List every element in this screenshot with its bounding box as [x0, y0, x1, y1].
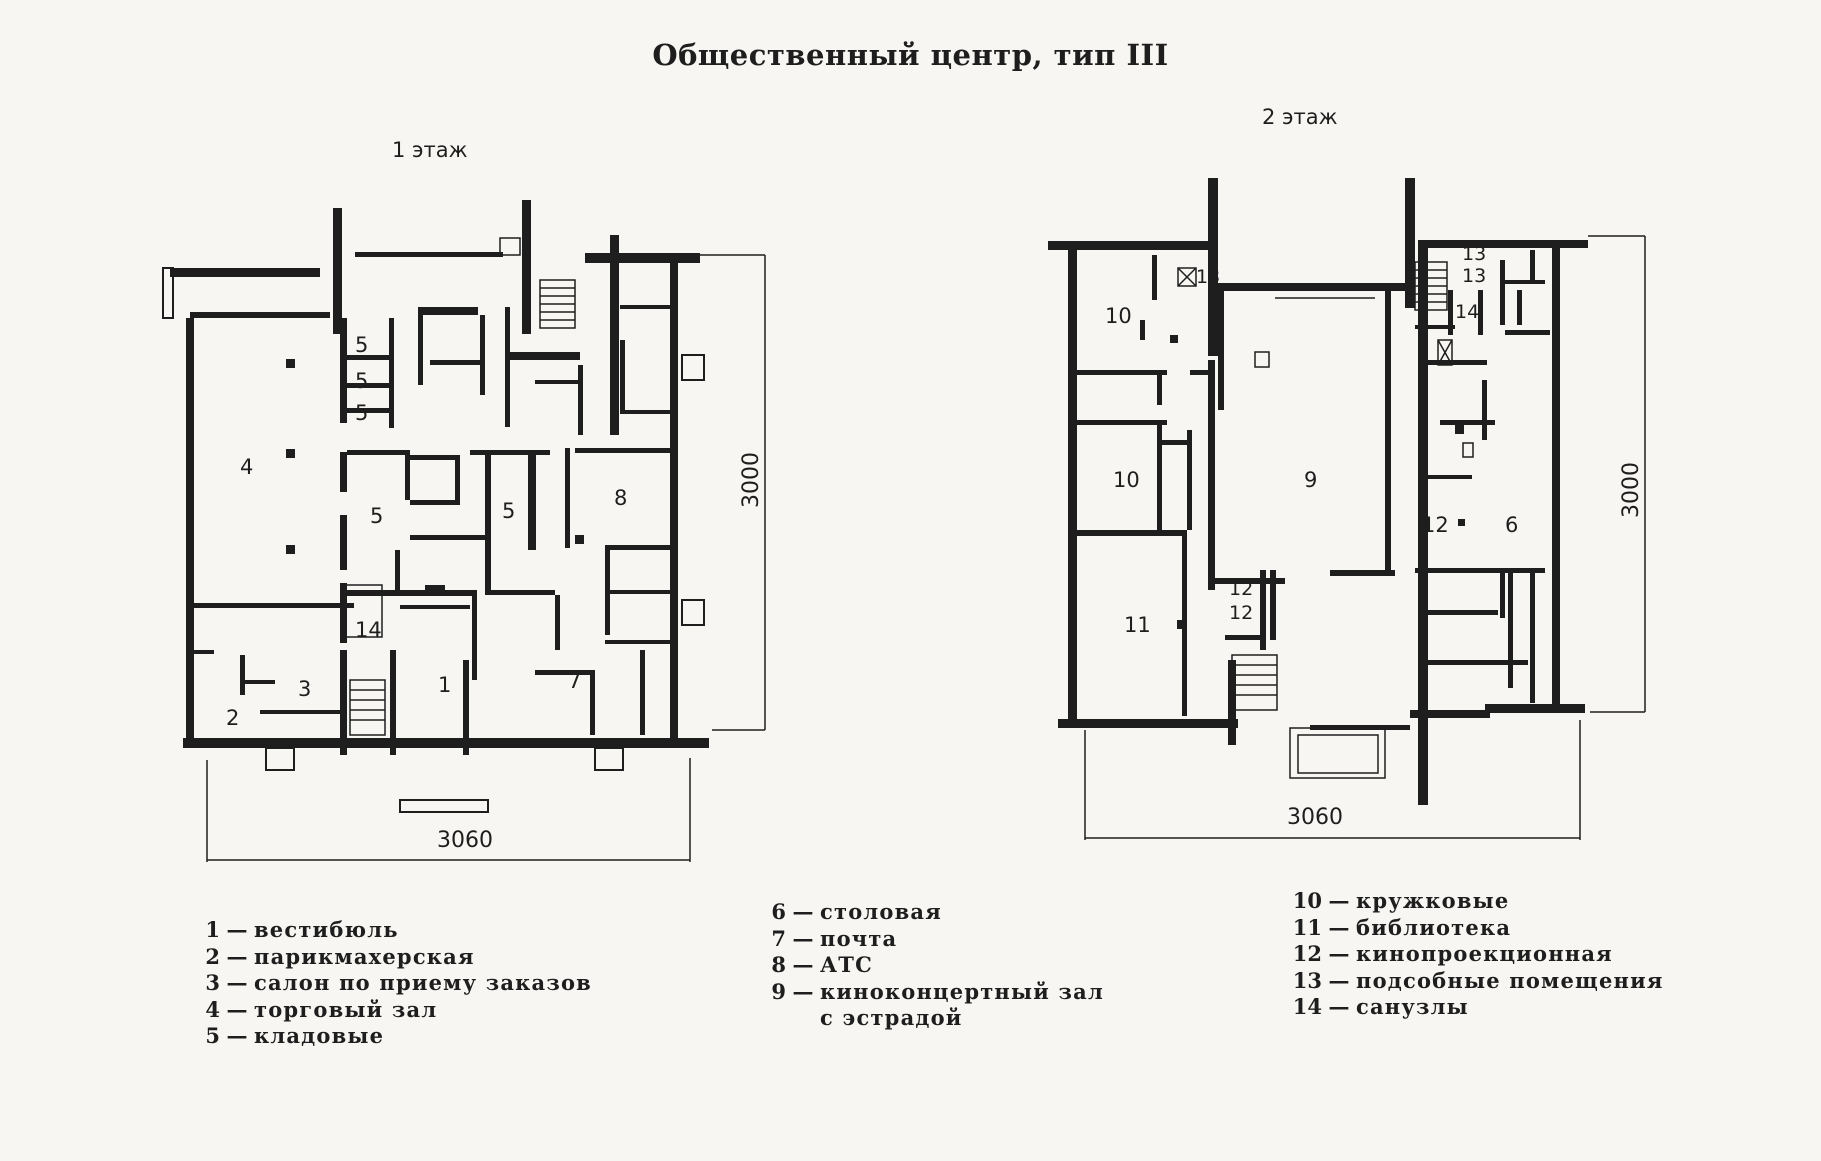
room-label-10: 10 — [1113, 468, 1140, 492]
legend-item: 4—торговый зал — [205, 996, 438, 1022]
room-label-5: 5 — [502, 499, 515, 523]
room-label-3: 3 — [298, 677, 311, 701]
room-label-7: 7 — [568, 669, 581, 693]
floor1-width-dim: 3060 — [437, 828, 493, 853]
legend-item: 13—подсобные помещения — [1292, 967, 1664, 993]
room-label-13: 13 — [1196, 266, 1220, 288]
room-label-14: 14 — [355, 618, 382, 642]
room-label-8: 8 — [614, 486, 627, 510]
legend-item: 9—киноконцертный зал — [771, 978, 1104, 1004]
legend-item: 3—салон по приему заказов — [205, 970, 592, 995]
room-label-13: 13 — [1462, 265, 1486, 287]
room-label-5: 5 — [370, 504, 383, 528]
page-title: Общественный центр, тип III — [652, 38, 1169, 72]
legend-item: 1—вестибюль — [205, 917, 399, 942]
legend-column-3: 10—кружковые 11—библиотека 12—кинопроекц… — [1290, 888, 1664, 1021]
room-label-9: 9 — [1304, 468, 1317, 492]
legend-item: 10—кружковые — [1292, 888, 1510, 913]
room-label-6: 6 — [1505, 513, 1518, 537]
legend-column-2: 6—столовая 7—почта 8—АТС 9—киноконцертны… — [766, 899, 1104, 1032]
legend-item: 14—санузлы — [1292, 994, 1469, 1019]
room-label-13: 13 — [1462, 243, 1486, 265]
room-label-5: 5 — [355, 401, 368, 425]
room-label-1: 1 — [438, 673, 451, 697]
legend-item: 11—библиотека — [1292, 914, 1512, 940]
room-label-11: 11 — [1124, 613, 1151, 637]
floor2-width-dim: 3060 — [1287, 805, 1343, 830]
room-label-5: 5 — [355, 369, 368, 393]
room-label-12: 12 — [1229, 578, 1253, 600]
floor1-plan — [162, 200, 766, 862]
legend-item: 2—парикмахерская — [205, 943, 475, 969]
floor1-depth-dim: 3000 — [739, 452, 764, 508]
room-label-12: 12 — [1422, 513, 1449, 537]
floor2-label: 2 этаж — [1262, 105, 1338, 129]
legend-column-1: 1—вестибюль 2—парикмахерская 3—салон по … — [200, 917, 592, 1050]
legend-item: 7—почта — [771, 925, 898, 951]
room-label-2: 2 — [226, 706, 239, 730]
legend-item: 12—кинопроекционная — [1292, 941, 1613, 966]
floor1-label: 1 этаж — [392, 138, 468, 162]
legend-item: 8—АТС — [771, 952, 874, 977]
room-label-5: 5 — [355, 333, 368, 357]
room-label-12: 12 — [1229, 602, 1253, 624]
room-label-14: 14 — [1455, 301, 1479, 323]
floor2-depth-dim: 3000 — [1619, 462, 1644, 518]
legend-item: 6—столовая — [771, 899, 942, 924]
room-label-10: 10 — [1105, 304, 1132, 328]
legend-item-continuation: с эстрадой — [820, 1005, 963, 1030]
room-label-4: 4 — [240, 455, 253, 479]
legend-item: 5—кладовые — [205, 1023, 385, 1048]
floor2-plan — [1048, 178, 1646, 840]
